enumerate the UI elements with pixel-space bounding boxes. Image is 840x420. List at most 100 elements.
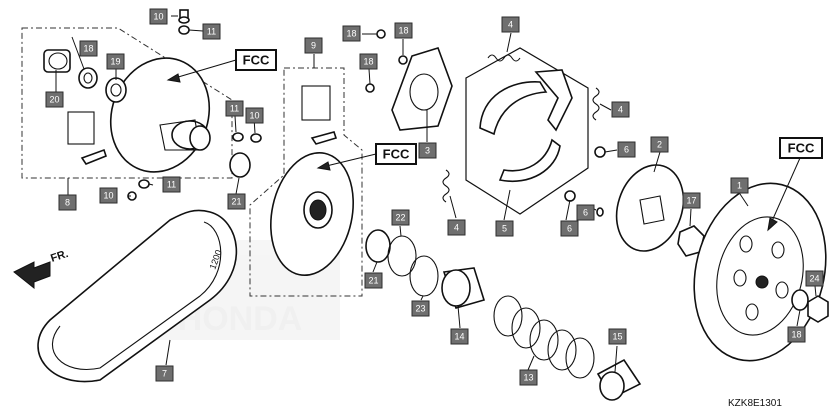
driven-face-pulley	[270, 151, 354, 277]
callout-6-right: 6	[617, 141, 636, 158]
callout-8: 8	[58, 194, 77, 211]
svg-text:24: 24	[809, 274, 819, 284]
callout-13: 14	[450, 328, 469, 345]
svg-text:10: 10	[249, 111, 259, 121]
bolt-10-top	[178, 9, 190, 24]
svg-text:9: 9	[311, 41, 316, 51]
svg-text:4: 4	[508, 20, 513, 30]
bearing-19	[105, 77, 127, 103]
slider-left	[80, 148, 107, 165]
diagram-code: KZK8E1301	[728, 398, 782, 409]
svg-text:19: 19	[110, 57, 120, 67]
direction-arrow-icon: FR.	[13, 248, 70, 290]
callout-22: 22	[391, 209, 410, 226]
washer-16	[791, 289, 809, 311]
nut-6-c	[596, 207, 604, 217]
callout-18-a: 18	[342, 25, 361, 42]
callout-17: 18	[79, 40, 98, 57]
callout-5: 5	[495, 220, 514, 237]
callout-2: 2	[650, 136, 669, 153]
clutch-shoes	[479, 69, 573, 182]
svg-text:20: 20	[49, 95, 59, 105]
drive-belt: 1200	[37, 209, 238, 383]
svg-text:21: 21	[231, 197, 241, 207]
callout-6-mid: 6	[576, 204, 595, 221]
callout-10-low: 10	[99, 187, 118, 204]
nut-6-b	[564, 190, 576, 202]
drive-face-pulley	[109, 57, 211, 173]
svg-text:23: 23	[415, 304, 425, 314]
svg-text:22: 22	[395, 213, 405, 223]
callout-18-b: 18	[394, 22, 413, 39]
clutch-outer	[693, 182, 827, 362]
nut-11-mid	[232, 132, 244, 142]
collar-13	[441, 267, 486, 309]
fcc-callout-left: FCC	[166, 49, 277, 83]
nut-11-top	[178, 25, 190, 35]
svg-text:7: 7	[162, 369, 167, 379]
callout-18-c: 18	[359, 53, 378, 70]
fcc-callout-right: FCC	[767, 137, 823, 232]
plate-3	[391, 47, 453, 131]
fcc-label-left: FCC	[243, 53, 270, 68]
svg-text:8: 8	[65, 198, 70, 208]
frame-clutch-shoe	[465, 47, 589, 215]
fcc-label-centre: FCC	[383, 147, 410, 162]
svg-text:6: 6	[624, 145, 629, 155]
svg-text:13: 13	[523, 373, 533, 383]
callout-3: 3	[418, 142, 437, 159]
svg-text:6: 6	[567, 224, 572, 234]
frame-driven-face	[249, 67, 363, 297]
svg-text:14: 14	[454, 332, 464, 342]
svg-text:11: 11	[167, 180, 176, 190]
spring-4-top	[487, 54, 521, 62]
callout-24: 24	[805, 270, 824, 287]
svg-text:10: 10	[103, 191, 113, 201]
svg-text:2: 2	[657, 140, 662, 150]
drive-plate	[615, 164, 685, 252]
nut-11-low	[138, 179, 150, 189]
svg-text:3: 3	[425, 146, 430, 156]
spring-12	[493, 295, 595, 379]
callout-11-mid: 11	[225, 100, 244, 117]
bolt-10-mid	[250, 133, 262, 143]
fcc-callout-centre: FCC	[316, 143, 417, 171]
label-card-centre	[301, 85, 331, 121]
callout-4-low: 4	[447, 219, 466, 236]
callout-11-low: 11	[162, 176, 181, 193]
seal-21-left	[229, 152, 251, 178]
callout-11-top: 11	[202, 23, 221, 40]
svg-text:18: 18	[83, 44, 93, 54]
svg-text:11: 11	[207, 27, 216, 37]
nut-18-c	[365, 83, 375, 93]
label-card-left	[67, 111, 95, 145]
fcc-label-right: FCC	[788, 141, 815, 156]
callout-20: 20	[45, 91, 64, 108]
callout-10-top: 10	[149, 8, 168, 25]
ring-22	[387, 235, 417, 277]
callout-23: 23	[411, 300, 430, 317]
svg-text:10: 10	[153, 12, 163, 22]
seal-21-bottom	[365, 229, 391, 263]
callout-16: 18	[787, 326, 806, 343]
collar-14	[596, 358, 642, 401]
nut-18-b	[398, 55, 408, 65]
svg-text:11: 11	[230, 104, 239, 114]
callout-9: 9	[304, 37, 323, 54]
svg-text:18: 18	[363, 57, 373, 67]
callout-10-mid: 10	[245, 107, 264, 124]
slider-centre	[310, 131, 338, 145]
svg-text:18: 18	[791, 330, 801, 340]
spring-4-low	[442, 169, 450, 203]
callout-21-bottom: 21	[364, 272, 383, 289]
callout-4-top: 4	[501, 16, 520, 33]
ring-23	[409, 255, 439, 297]
callout-6-bottom: 6	[560, 220, 579, 237]
svg-text:21: 21	[368, 276, 378, 286]
callout-14: 15	[608, 328, 627, 345]
direction-label: FR.	[49, 248, 70, 265]
washer-17	[78, 67, 98, 89]
svg-text:18: 18	[398, 26, 408, 36]
nut-6-a	[594, 146, 606, 158]
